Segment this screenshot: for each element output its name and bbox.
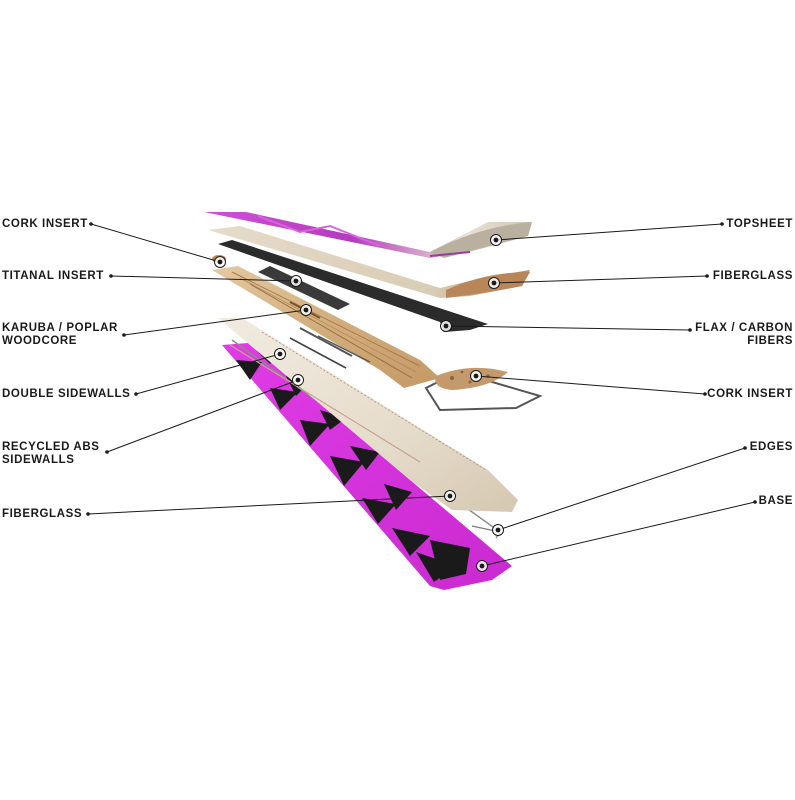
leader-base-marker-dot bbox=[479, 563, 485, 569]
label-titanal-insert: TITANAL INSERT bbox=[2, 270, 104, 283]
leader-karuba-woodcore bbox=[123, 309, 307, 336]
lower-fiberglass-layer bbox=[218, 318, 518, 512]
leader-double-sidewalls-start-dot bbox=[134, 392, 138, 396]
leader-cork-insert-left-marker-dot bbox=[217, 259, 223, 265]
titanal-insert-strip bbox=[258, 266, 350, 310]
leader-edges bbox=[497, 447, 746, 531]
leader-double-sidewalls bbox=[135, 353, 281, 395]
leader-edges-marker-dot bbox=[495, 527, 501, 533]
label-text: CORK INSERT bbox=[2, 218, 88, 230]
leader-base bbox=[481, 501, 756, 567]
label-edges: EDGES bbox=[750, 441, 793, 454]
leader-recycled-abs-start-dot bbox=[105, 450, 109, 454]
leader-flax-carbon bbox=[445, 325, 691, 331]
leader-cork-insert-right bbox=[475, 375, 706, 395]
sidewall-strips bbox=[229, 327, 421, 463]
label-text: WOODCORE bbox=[2, 335, 78, 347]
leader-cork-insert-left-start-dot bbox=[89, 222, 93, 226]
leader-cork-insert-right-start-dot bbox=[703, 392, 707, 396]
leader-karuba-woodcore-start-dot bbox=[122, 333, 126, 337]
leader-cork-insert-right-marker-dot bbox=[473, 373, 479, 379]
base-layer bbox=[222, 343, 512, 590]
leader-edges-start-dot bbox=[743, 446, 747, 450]
leader-flax-carbon-start-dot bbox=[688, 328, 692, 332]
leader-fiberglass-right bbox=[493, 275, 708, 284]
label-cork-insert-right: CORK INSERT bbox=[707, 388, 793, 401]
label-double-sidewalls: DOUBLE SIDEWALLS bbox=[2, 388, 130, 401]
leader-cork-insert-left bbox=[90, 223, 221, 263]
leader-fiberglass-right-start-dot bbox=[705, 274, 709, 278]
leader-titanal-insert-start-dot bbox=[109, 274, 113, 278]
label-karuba-poplar-woodcore: KARUBA / POPLAR WOODCORE bbox=[2, 322, 118, 348]
leader-double-sidewalls-marker-dot bbox=[277, 351, 283, 357]
leader-topsheet-start-dot bbox=[720, 222, 724, 226]
label-text: CORK INSERT bbox=[707, 388, 793, 400]
label-text: FIBERS bbox=[747, 335, 793, 347]
label-text: BASE bbox=[758, 495, 793, 507]
label-topsheet: TOPSHEET bbox=[726, 218, 793, 231]
upper-fiberglass-layer bbox=[208, 226, 530, 298]
leader-titanal-insert bbox=[110, 275, 297, 282]
label-fiberglass-left: FIBERGLASS bbox=[2, 508, 82, 521]
leader-titanal-insert-marker-dot bbox=[293, 278, 299, 284]
leader-recycled-abs-marker-dot bbox=[295, 377, 301, 383]
label-text: RECYCLED ABS bbox=[2, 441, 100, 453]
cork-insert-tip bbox=[424, 367, 543, 412]
label-text: DOUBLE SIDEWALLS bbox=[2, 388, 131, 400]
leader-topsheet bbox=[495, 223, 723, 241]
leader-base-start-dot bbox=[753, 500, 757, 504]
label-flax-carbon-fibers: FLAX / CARBON FIBERS bbox=[695, 322, 793, 348]
label-base: BASE bbox=[759, 495, 793, 508]
label-text: FIBERGLASS bbox=[2, 508, 83, 520]
topsheet-layer bbox=[204, 212, 532, 258]
leader-flax-carbon-marker-dot bbox=[443, 323, 449, 329]
flax-carbon-layer bbox=[218, 240, 488, 332]
label-text: TOPSHEET bbox=[726, 218, 793, 230]
label-text: EDGES bbox=[749, 441, 793, 453]
leader-karuba-woodcore-marker-dot bbox=[303, 307, 309, 313]
leader-fiberglass-left-marker-dot bbox=[447, 493, 453, 499]
label-text: TITANAL INSERT bbox=[2, 270, 104, 282]
leader-fiberglass-left-start-dot bbox=[86, 512, 90, 516]
label-text: FIBERGLASS bbox=[712, 270, 793, 282]
callout-leaders bbox=[86, 222, 757, 572]
leader-recycled-abs bbox=[106, 379, 299, 453]
leader-topsheet-marker-dot bbox=[493, 237, 499, 243]
label-text: KARUBA / POPLAR bbox=[2, 322, 118, 334]
label-recycled-abs-sidewalls: RECYCLED ABS SIDEWALLS bbox=[2, 441, 100, 467]
label-cork-insert-left: CORK INSERT bbox=[2, 218, 88, 231]
leader-fiberglass-left bbox=[87, 495, 451, 515]
label-text: SIDEWALLS bbox=[2, 454, 75, 466]
leader-fiberglass-right-marker-dot bbox=[491, 280, 497, 286]
label-fiberglass-right: FIBERGLASS bbox=[713, 270, 793, 283]
label-text: FLAX / CARBON bbox=[695, 322, 793, 334]
